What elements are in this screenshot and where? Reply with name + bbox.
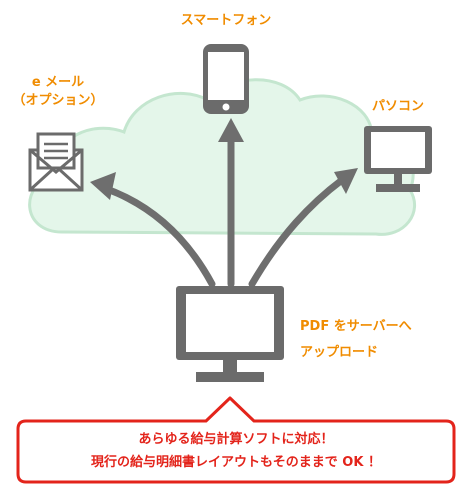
arrow-to-pc: [248, 176, 346, 288]
upload-label: PDF をサーバーへ アップロード: [300, 318, 412, 362]
upload-label-line2: アップロード: [300, 345, 379, 360]
arrow-to-email: [100, 184, 216, 288]
arrows: [100, 136, 346, 288]
email-label-line1: e メール: [31, 75, 85, 90]
arrowhead-smartphone: [218, 118, 244, 142]
callout-line2: 現行の給与明細書レイアウトもそのままで OK ！: [91, 455, 381, 470]
upload-label-line1: PDF をサーバーへ: [300, 319, 412, 334]
pc-label: パソコン: [371, 99, 424, 114]
email-label-line2: （オプション）: [12, 93, 104, 108]
arrowhead-email: [90, 172, 116, 200]
callout-box: [16, 396, 456, 484]
smartphone-icon: [203, 44, 249, 114]
pc-monitor-icon: [364, 126, 432, 192]
smartphone-label: スマートフォン: [180, 13, 272, 28]
email-envelope-icon: [28, 132, 84, 192]
callout-line1: あらゆる給与計算ソフトに対応！: [138, 432, 334, 447]
email-label: e メール （オプション）: [4, 74, 112, 110]
upload-pc-icon: [176, 286, 284, 382]
arrowhead-pc: [334, 168, 358, 194]
